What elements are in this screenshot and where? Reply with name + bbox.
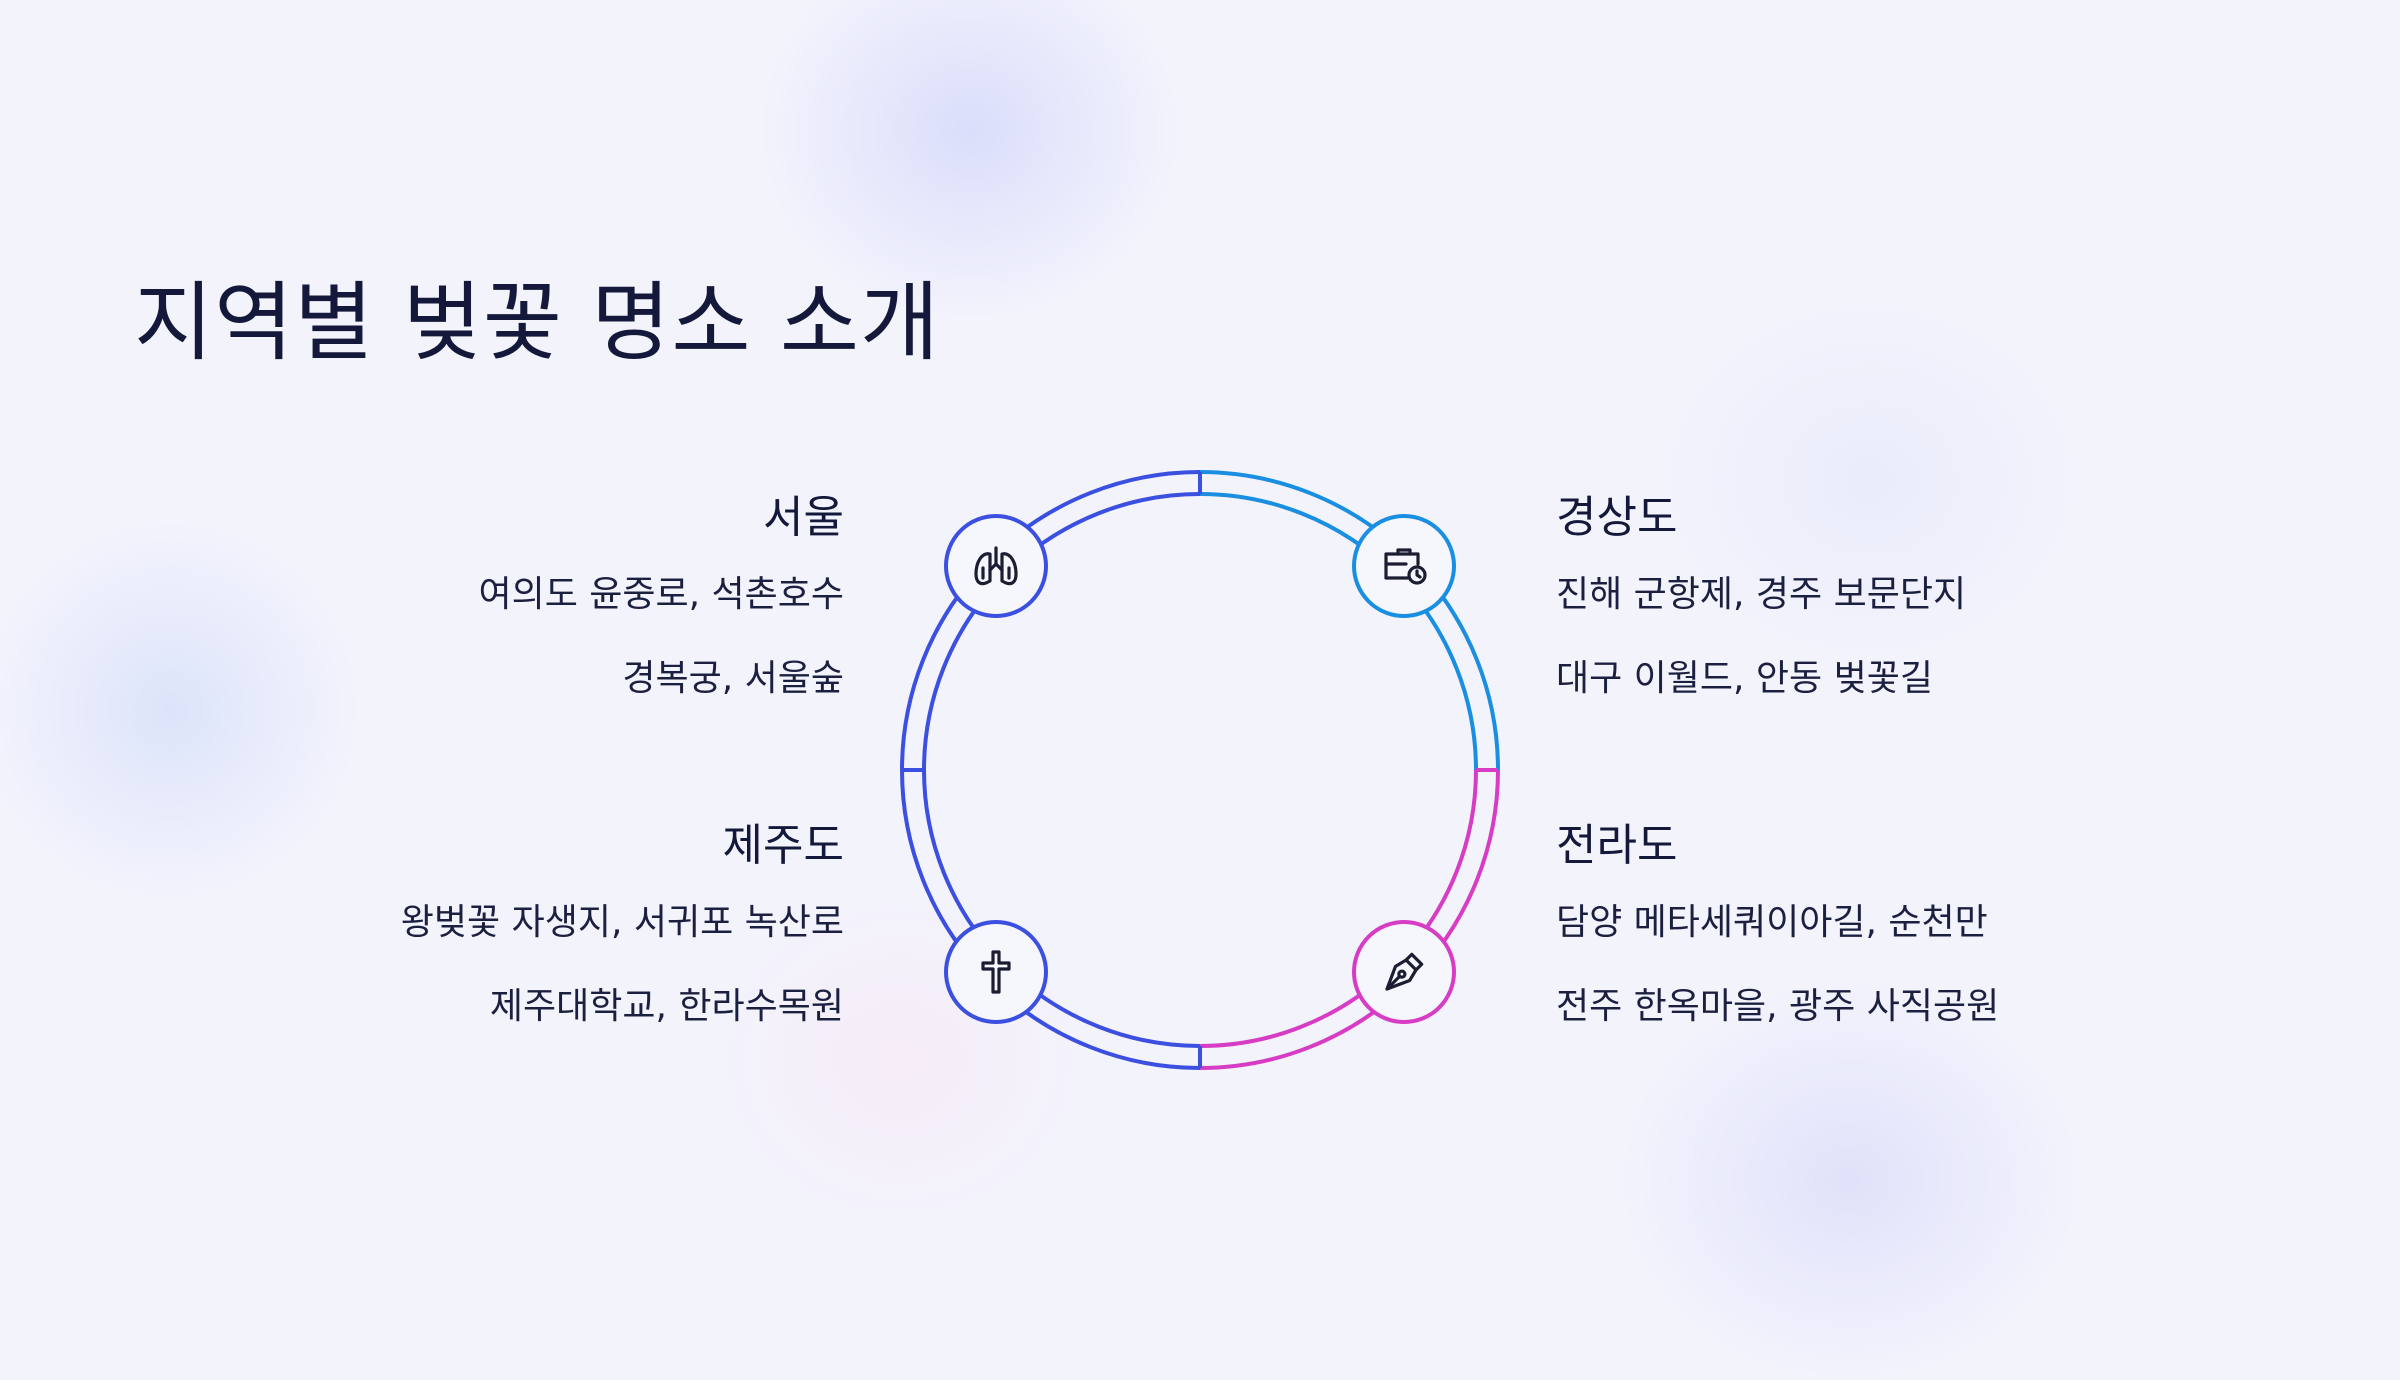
region-jeolla: 전라도 담양 메타세쿼이아길, 순천만 전주 한옥마을, 광주 사직공원 [1556, 816, 2176, 1066]
region-spots-line: 경복궁, 서울숲 [622, 658, 844, 699]
region-seoul: 서울 여의도 윤중로, 석촌호수 경복궁, 서울숲 [224, 488, 844, 738]
region-spots-line: 대구 이월드, 안동 벚꽃길 [1556, 658, 1933, 699]
node-jeolla [1352, 920, 1456, 1024]
page-title: 지역별 벚꽃 명소 소개 [134, 273, 941, 373]
region-gyeongsang: 경상도 진해 군항제, 경주 보문단지 대구 이월드, 안동 벚꽃길 [1556, 488, 2176, 738]
region-jeju: 제주도 왕벚꽃 자생지, 서귀포 녹산로 제주대학교, 한라수목원 [224, 816, 844, 1066]
region-title-jeju: 제주도 [722, 820, 844, 871]
pen-nib-icon [1385, 952, 1424, 991]
region-title-seoul: 서울 [763, 492, 844, 543]
node-seoul [944, 514, 1048, 618]
lungs-icon [974, 546, 1018, 586]
cycle-diagram [899, 470, 1500, 1070]
ring-outer-segment-sky [1199, 470, 1500, 771]
region-spots-line: 여의도 윤중로, 석촌호수 [478, 574, 844, 615]
region-spots-line: 제주대학교, 한라수목원 [489, 986, 844, 1027]
region-spots-line: 진해 군항제, 경주 보문단지 [1556, 574, 1967, 615]
cross-icon [981, 950, 1011, 994]
node-gyeongsang [1352, 514, 1456, 618]
region-title-gyeongsang: 경상도 [1556, 492, 1678, 543]
region-title-jeolla: 전라도 [1556, 820, 1678, 871]
briefcase-clock-icon [1384, 548, 1427, 585]
region-spots-line: 전주 한옥마을, 광주 사직공원 [1556, 986, 2000, 1027]
node-jeju [944, 920, 1048, 1024]
ring-outer-segment-magenta [1199, 769, 1500, 1070]
region-spots-line: 왕벚꽃 자생지, 서귀포 녹산로 [400, 902, 844, 943]
region-spots-line: 담양 메타세쿼이아길, 순천만 [1556, 902, 1988, 943]
